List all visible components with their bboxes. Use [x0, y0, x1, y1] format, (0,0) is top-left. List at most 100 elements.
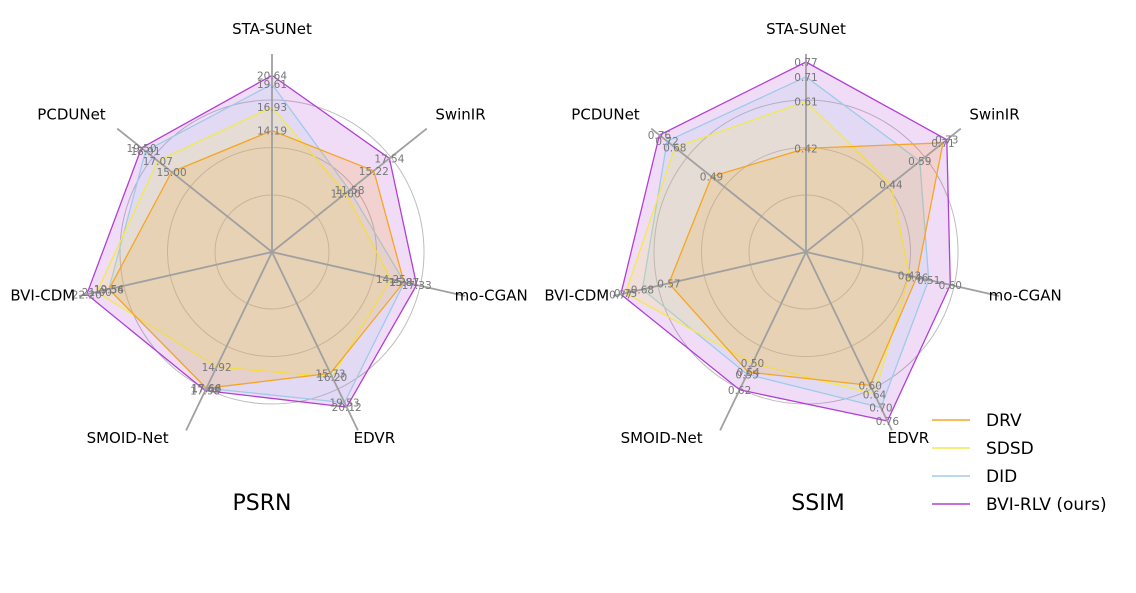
- ssim-chart-title: SSIM: [791, 491, 844, 516]
- value-label-bvi-rlv-ours-mo-cgan: 17.33: [402, 280, 432, 292]
- axis-label-sta-sunet: STA-SUNet: [232, 20, 312, 38]
- value-label-bvi-rlv-ours-bvi-cdm: 22.20: [72, 289, 102, 301]
- axis-label-pcdunet: PCDUNet: [571, 106, 639, 124]
- axis-spoke-mo-cgan: [805, 251, 1000, 297]
- axis-spoke-bvi-cdm: [612, 251, 807, 297]
- series-did-polygon: [641, 76, 930, 409]
- axis-label-edvr: EDVR: [354, 429, 395, 447]
- value-label-did-bvi-cdm: 0.68: [631, 284, 654, 296]
- value-labels: 14.1915.2215.8115.7317.6819.5415.0016.93…: [72, 70, 432, 414]
- legend-label-sdsd: SDSD: [986, 439, 1034, 459]
- series-polygons: [620, 61, 951, 422]
- series-drv-polygon: [668, 142, 944, 387]
- value-label-bvi-rlv-ours-mo-cgan: 0.60: [939, 280, 962, 292]
- value-label-sdsd-sta-sunet: 16.93: [257, 102, 287, 114]
- value-label-did-mo-cgan: 15.87: [389, 277, 419, 289]
- series-drv-polygon: [108, 129, 405, 389]
- value-label-bvi-rlv-ours-swinir: 0.73: [935, 135, 958, 147]
- axis-label-swinir: SwinIR: [435, 106, 485, 124]
- value-label-sdsd-mo-cgan: 0.43: [898, 271, 921, 283]
- value-label-drv-edvr: 0.60: [859, 380, 882, 392]
- value-label-bvi-rlv-ours-swinir: 17.54: [374, 153, 404, 165]
- value-label-bvi-rlv-ours-sta-sunet: 0.77: [794, 57, 817, 69]
- value-label-drv-mo-cgan: 15.81: [389, 277, 419, 289]
- value-label-did-swinir: 0.59: [908, 156, 931, 168]
- value-label-did-swinir: 11.58: [334, 185, 364, 197]
- series-did-polygon: [108, 83, 406, 404]
- series-polygons: [86, 74, 418, 408]
- value-label-did-edvr: 19.53: [329, 398, 359, 410]
- value-label-drv-smoid-net: 17.68: [191, 383, 221, 395]
- axis-spoke-mo-cgan: [271, 251, 466, 297]
- axis-label-smoid-net: SMOID-Net: [87, 429, 169, 447]
- axis-spoke-bvi-cdm: [78, 251, 273, 297]
- value-label-did-smoid-net: 0.55: [735, 369, 758, 381]
- axis-label-bvi-cdm: BVI-CDM: [544, 286, 609, 304]
- value-label-bvi-rlv-ours-edvr: 20.12: [332, 402, 362, 414]
- axis-label-sta-sunet: STA-SUNet: [766, 20, 846, 38]
- value-label-sdsd-bvi-cdm: 21.00: [82, 287, 112, 299]
- axis-spoke-swinir: [805, 127, 962, 253]
- value-label-bvi-rlv-ours-bvi-cdm: 0.77: [609, 289, 632, 301]
- value-label-sdsd-smoid-net: 14.92: [202, 362, 232, 374]
- legend-label-bvi-rlv-ours: BVI-RLV (ours): [986, 495, 1107, 515]
- value-label-bvi-rlv-ours-edvr: 0.76: [876, 416, 900, 428]
- axis-spoke-pcdunet: [650, 127, 807, 253]
- axis-label-mo-cgan: mo-CGAN: [455, 286, 528, 304]
- axis-label-pcdunet: PCDUNet: [37, 106, 105, 124]
- value-labels: 0.42 0.71 0.46 0.60 0.54 0.57 0.49 0.61 0.44 0.43…: [609, 57, 962, 428]
- value-label-drv-swinir: 0.71: [931, 138, 954, 150]
- value-label-drv-smoid-net: 0.54: [737, 367, 761, 379]
- axis-label-mo-cgan: mo-CGAN: [989, 286, 1062, 304]
- axis-labels: STA-SUNetSwinIRmo-CGANEDVRSMOID-NetBVI-C…: [544, 20, 1061, 447]
- legend-label-did: DID: [986, 467, 1017, 487]
- value-label-sdsd-bvi-cdm: 0.75: [614, 288, 637, 300]
- value-label-drv-bvi-cdm: 0.57: [657, 278, 680, 290]
- value-label-sdsd-pcdunet: 0.68: [663, 142, 686, 154]
- psrn-chart-title: PSRN: [233, 491, 292, 516]
- axis-spoke-edvr: [271, 251, 359, 431]
- axis-spoke-swinir: [271, 127, 428, 253]
- value-label-sdsd-smoid-net: 0.50: [741, 358, 764, 370]
- value-label-drv-edvr: 15.73: [315, 368, 345, 380]
- value-label-bvi-rlv-ours-pcdunet: 19.50: [126, 143, 156, 155]
- value-label-drv-bvi-cdm: 19.54: [94, 284, 124, 296]
- value-label-did-edvr: 0.70: [869, 403, 892, 415]
- axis-label-smoid-net: SMOID-Net: [621, 429, 703, 447]
- value-label-bvi-rlv-ours-smoid-net: 0.62: [728, 385, 751, 397]
- value-label-sdsd-swinir: 11.00: [331, 188, 361, 200]
- value-label-drv-sta-sunet: 0.42: [794, 143, 817, 155]
- value-label-sdsd-edvr: 0.64: [863, 389, 887, 401]
- ssim-radar-chart: 0.42 0.71 0.46 0.60 0.54 0.57 0.49 0.61 0.44 0.43…: [544, 20, 1061, 447]
- value-label-bvi-rlv-ours-pcdunet: 0.76: [648, 130, 672, 142]
- value-label-did-smoid-net: 17.66: [191, 383, 221, 395]
- radar-spokes: [78, 54, 466, 431]
- axis-label-edvr: EDVR: [888, 429, 929, 447]
- axis-spoke-smoid-net: [719, 251, 807, 431]
- axis-spoke-smoid-net: [185, 251, 273, 431]
- legend-label-drv: DRV: [986, 411, 1022, 431]
- value-label-did-sta-sunet: 19.61: [257, 79, 287, 91]
- value-label-drv-sta-sunet: 14.19: [257, 126, 287, 138]
- value-label-bvi-rlv-ours-sta-sunet: 20.64: [257, 70, 287, 82]
- value-label-did-bvi-cdm: 19.56: [94, 284, 124, 296]
- value-label-did-pcdunet: 0.72: [655, 136, 678, 148]
- legend: DRV SDSD DID BVI-RLV (ours): [932, 411, 1107, 515]
- value-label-did-pcdunet: 18.91: [130, 146, 160, 158]
- value-label-drv-pcdunet: 15.00: [157, 167, 187, 179]
- axis-label-bvi-cdm: BVI-CDM: [10, 286, 75, 304]
- value-label-sdsd-sta-sunet: 0.61: [794, 97, 817, 109]
- series-bvi-rlv-ours-polygon: [620, 61, 951, 422]
- value-label-sdsd-mo-cgan: 14.25: [376, 274, 406, 286]
- value-label-did-mo-cgan: 0.51: [917, 275, 940, 287]
- value-label-sdsd-edvr: 16.20: [317, 372, 347, 384]
- value-label-did-sta-sunet: 0.71: [794, 72, 817, 84]
- series-bvi-rlv-ours-polygon: [86, 74, 418, 408]
- value-label-drv-pcdunet: 0.49: [700, 172, 723, 184]
- value-label-bvi-rlv-ours-smoid-net: 17.98: [190, 386, 220, 398]
- value-label-sdsd-swinir: 0.44: [879, 179, 903, 191]
- value-label-drv-mo-cgan: 0.46: [905, 272, 929, 284]
- axis-spoke-edvr: [805, 251, 893, 431]
